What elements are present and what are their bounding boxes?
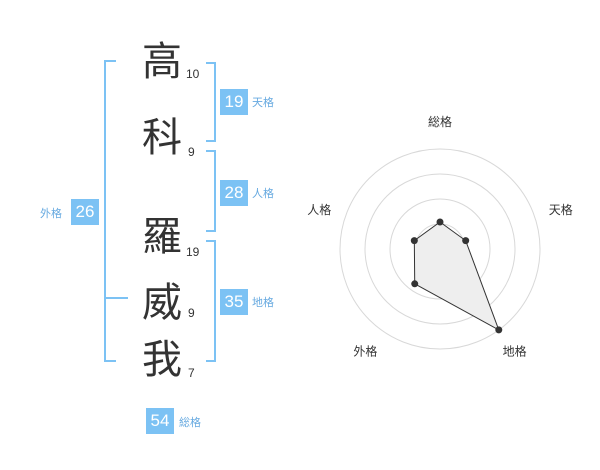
gaikaku-bracket-divider — [104, 297, 128, 299]
chikaku-label: 地格 — [252, 296, 274, 309]
radar-point-5 — [410, 237, 418, 245]
radar-axis-label-1: 総格 — [428, 114, 452, 129]
tenkaku-bracket — [206, 62, 216, 142]
stroke-count-3: 19 — [186, 245, 200, 259]
gaikaku-value: 26 — [71, 199, 99, 225]
chikaku-bracket — [206, 240, 216, 362]
name-char-5: 我 — [142, 337, 182, 383]
stroke-count-2: 9 — [188, 145, 195, 159]
radar-point-2 — [462, 237, 470, 245]
jinkaku-label: 人格 — [252, 187, 274, 200]
radar-point-3 — [495, 326, 503, 334]
radar-axis-label-2: 天格 — [549, 202, 573, 217]
soukaku-value: 54 — [146, 408, 174, 434]
radar-axis-label-5: 人格 — [307, 202, 331, 217]
stroke-count-5: 7 — [188, 366, 195, 380]
stroke-count-4: 9 — [188, 306, 195, 320]
name-char-1: 高 — [142, 39, 182, 85]
radar-ring — [389, 198, 491, 300]
soukaku-label: 総格 — [179, 416, 201, 429]
stroke-count-1: 10 — [186, 67, 200, 81]
tenkaku-value: 19 — [220, 89, 248, 115]
radar-axis-label-4: 外格 — [353, 344, 377, 359]
jinkaku-bracket — [206, 150, 216, 232]
radar-point-1 — [436, 218, 444, 226]
radar-ring — [364, 173, 516, 325]
radar-axis-label-3: 地格 — [503, 344, 527, 359]
radar-data-area — [413, 221, 500, 331]
jinkaku-value: 28 — [220, 180, 248, 206]
name-char-3: 羅 — [142, 214, 182, 260]
gaikaku-bracket — [104, 60, 116, 362]
radar-ring — [339, 148, 541, 350]
tenkaku-label: 天格 — [252, 96, 274, 109]
gaikaku-label: 外格 — [40, 207, 62, 220]
name-char-2: 科 — [142, 115, 182, 161]
chikaku-value: 35 — [220, 289, 248, 315]
name-char-4: 威 — [142, 280, 182, 326]
radar-point-4 — [411, 280, 419, 288]
